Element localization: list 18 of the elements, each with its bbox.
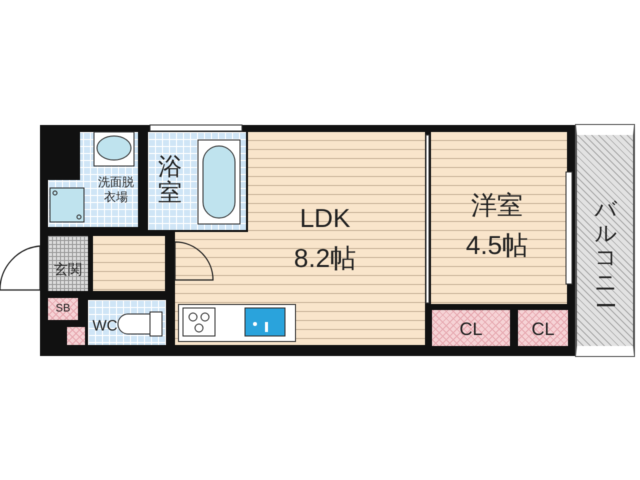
room-label: CL: [532, 320, 554, 338]
room-label: WC: [92, 318, 118, 334]
room-label: 4.5帖: [466, 232, 528, 258]
room-label: 玄関: [54, 262, 82, 276]
closet: [432, 310, 510, 346]
closet: [518, 310, 568, 346]
room-label: LDK: [300, 205, 350, 231]
room-label: 洗面脱衣場: [97, 175, 135, 205]
room-label: CL: [460, 320, 482, 338]
room-label: 洋室: [471, 192, 523, 218]
room-label: バルコニー: [594, 198, 618, 318]
room-label: SB: [56, 304, 70, 314]
room-label: 8.2帖: [294, 245, 356, 271]
balcony: [576, 125, 634, 356]
bedroom: [431, 132, 567, 304]
shoe-box: [48, 298, 78, 320]
entrance: [48, 236, 88, 291]
room-label: 浴室: [157, 154, 183, 208]
